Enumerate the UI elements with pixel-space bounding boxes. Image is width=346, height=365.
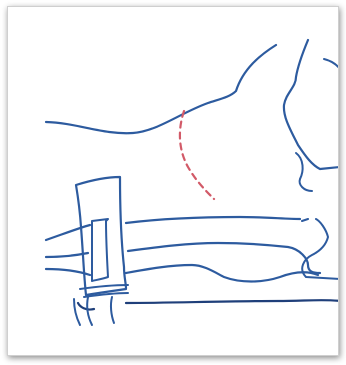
thigh-strap-outer [76,177,126,295]
right-edge-stroke [324,59,339,69]
leg-lower-contour [46,265,318,282]
leg-strap-drawing [8,7,339,356]
incision-mark [180,111,214,199]
hip-fold [296,153,312,191]
hip-outline [284,40,339,169]
leg-bottom-contour [78,300,339,309]
strap-tab-left [87,297,92,325]
strap-tab-right [111,297,114,323]
thigh-strap-inner [92,219,108,281]
thigh-upper-outline [46,45,276,133]
image-frame [7,6,339,356]
leg-upper-contour [46,217,300,240]
knee-outline [302,219,339,279]
leg-middle-contour [46,243,320,273]
